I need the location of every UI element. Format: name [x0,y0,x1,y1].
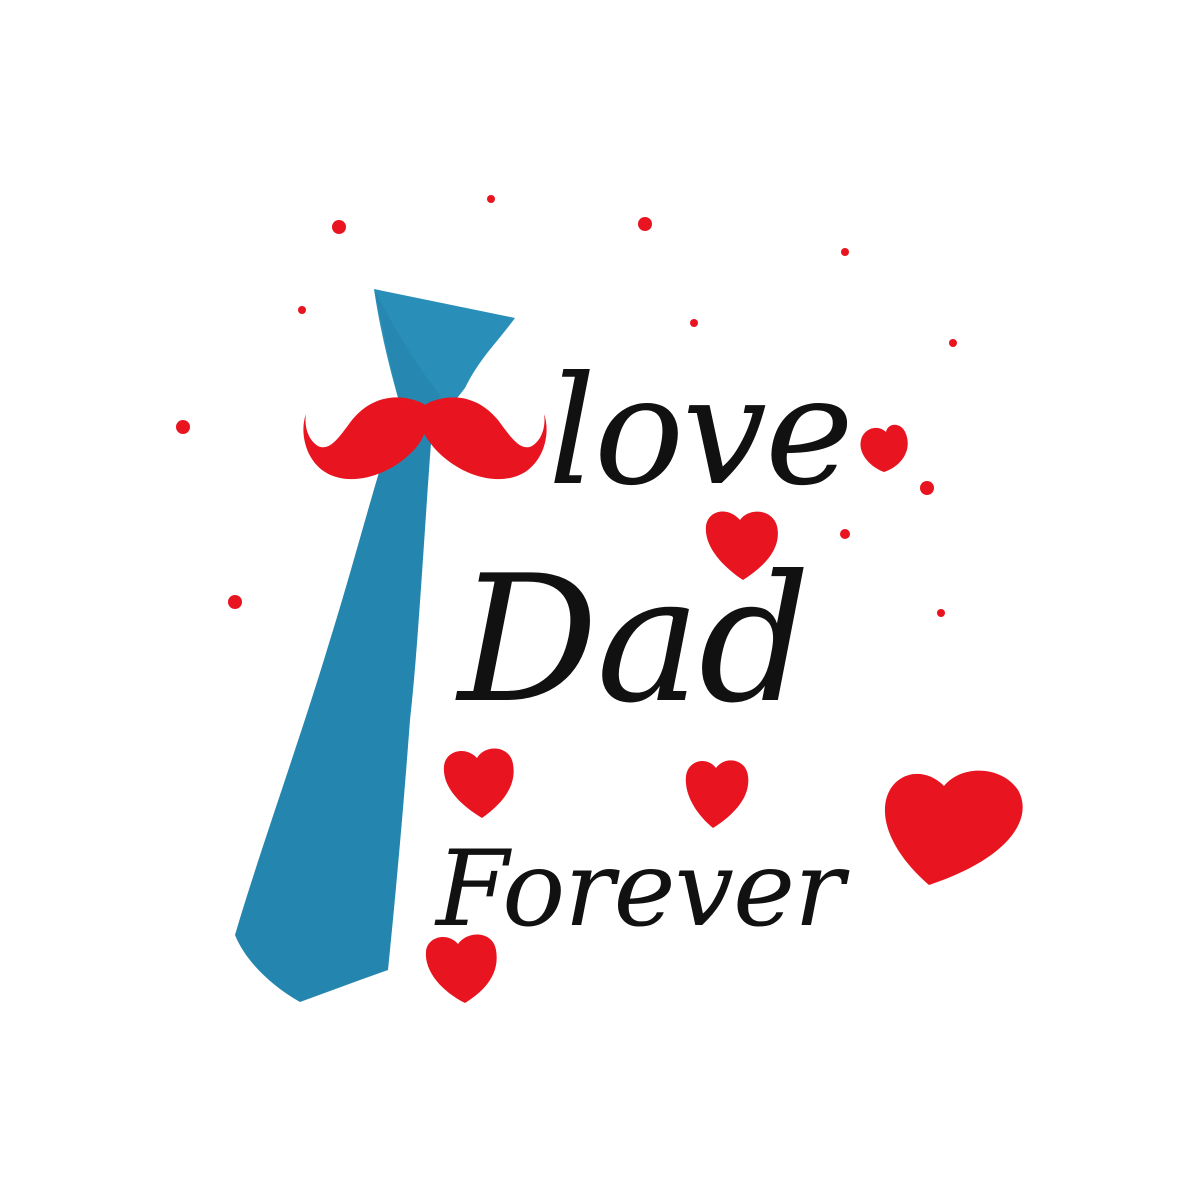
confetti-dot [638,217,652,231]
love-text: love [548,345,852,519]
heart-icon [443,748,514,818]
dad-text: Dad [455,539,809,742]
confetti-dot [840,529,850,539]
confetti-dot [920,481,934,495]
forever-text: Forever [434,828,850,950]
heart-icon [860,424,908,472]
confetti-dot [937,609,945,617]
confetti-dot [487,195,495,203]
confetti-dot [298,306,306,314]
necktie-icon [235,289,515,1002]
confetti-dot [176,420,190,434]
mustache-icon [303,397,547,480]
confetti-dot [332,220,346,234]
confetti-dots [176,195,957,617]
confetti-dot [228,595,242,609]
heart-icon [884,770,1023,885]
heart-icon [705,511,778,580]
confetti-dot [949,339,957,347]
confetti-dot [690,319,698,327]
lettering: love Dad Forever [434,345,854,950]
confetti-dot [841,248,849,256]
heart-icon [685,760,749,828]
heart-icon [425,934,497,1003]
hearts [425,424,1023,1003]
